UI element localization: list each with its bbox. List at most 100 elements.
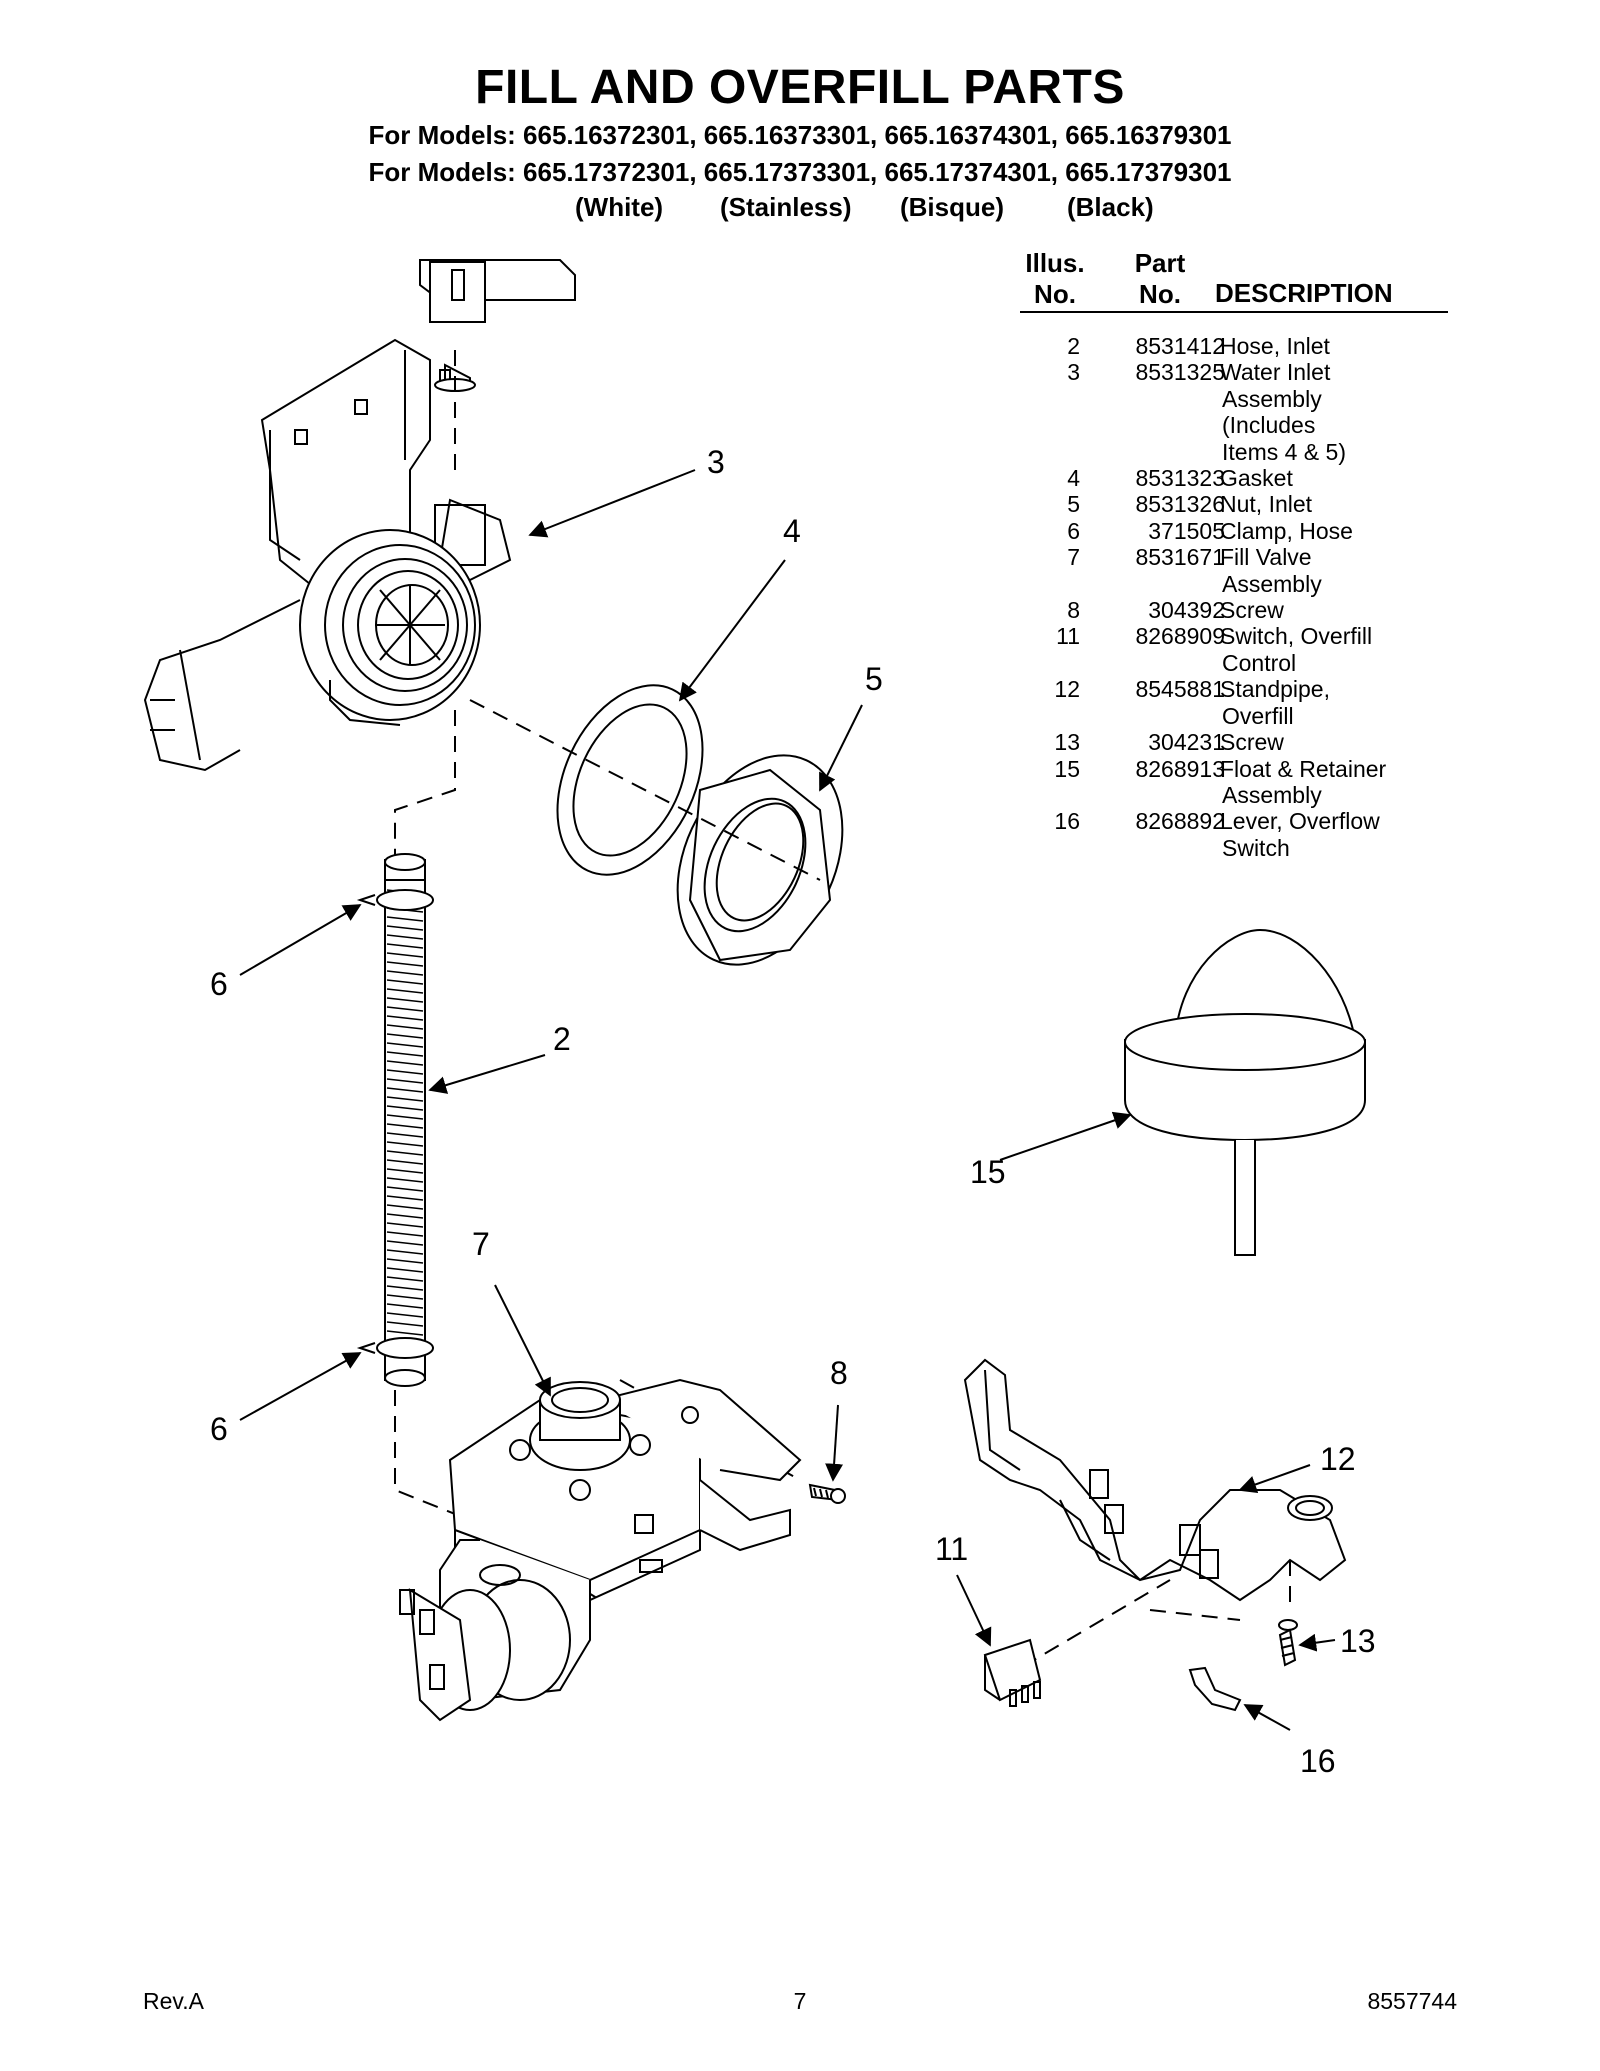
part-number: 304231 xyxy=(1148,729,1225,756)
table-rule xyxy=(1020,311,1448,313)
part-number: 304392 xyxy=(1148,597,1225,624)
description-line: Control xyxy=(1222,649,1297,676)
float-retainer-part xyxy=(1124,928,1366,1256)
callout-6-lower: 6 xyxy=(210,1411,228,1447)
callout-2: 2 xyxy=(553,1021,571,1057)
illus-number: 13 xyxy=(1054,729,1080,756)
color-bisque: (Bisque) xyxy=(900,192,1004,222)
part-number: 8268892 xyxy=(1135,808,1225,835)
header-illus: Illus. No. xyxy=(1025,248,1085,309)
overflow-lever-part xyxy=(1188,1666,1242,1712)
inlet-hose-part xyxy=(384,853,426,1387)
header-part: Part No. xyxy=(1134,248,1186,309)
illus-number: 8 xyxy=(1067,597,1080,624)
description-line: Assembly xyxy=(1222,570,1322,597)
callout-16: 16 xyxy=(1300,1743,1336,1779)
screw-13-part xyxy=(1278,1619,1298,1667)
models-line-1: For Models: 665.16372301, 665.16373301, … xyxy=(368,120,1232,150)
part-number: 8268909 xyxy=(1135,623,1225,650)
illus-number: 7 xyxy=(1067,544,1080,571)
callout-6-upper: 6 xyxy=(210,966,228,1002)
part-description: Nut, Inlet xyxy=(1220,491,1450,517)
part-description: Standpipe,Overfill xyxy=(1220,676,1450,729)
description-line: Standpipe, xyxy=(1220,676,1330,703)
inlet-nut-part xyxy=(676,754,844,966)
color-black: (Black) xyxy=(1067,192,1154,222)
color-stainless: (Stainless) xyxy=(720,192,852,222)
part-number: 8531326 xyxy=(1135,491,1225,518)
illus-number: 12 xyxy=(1054,676,1080,703)
illus-number: 15 xyxy=(1054,755,1080,782)
header-description: DESCRIPTION xyxy=(1215,278,1393,308)
color-white: (White) xyxy=(575,192,664,222)
fill-valve-assembly-part xyxy=(399,1378,802,1722)
part-number: 8268913 xyxy=(1135,755,1225,782)
description-line: Assembly xyxy=(1222,781,1322,808)
models-line-2: For Models: 665.17372301, 665.17373301, … xyxy=(368,157,1232,187)
description-line: Lever, Overflow xyxy=(1220,808,1380,835)
callout-5: 5 xyxy=(865,661,883,697)
callout-4: 4 xyxy=(783,513,801,549)
description-line: Clamp, Hose xyxy=(1220,517,1353,544)
callout-15: 15 xyxy=(970,1154,1006,1190)
callout-3: 3 xyxy=(707,444,725,480)
description-line: Screw xyxy=(1220,597,1284,624)
part-description: Gasket xyxy=(1220,465,1450,491)
callout-13: 13 xyxy=(1340,1623,1376,1659)
part-description: Screw xyxy=(1220,729,1450,755)
description-line: Nut, Inlet xyxy=(1220,491,1313,518)
description-line: Water Inlet xyxy=(1220,359,1331,386)
callout-7: 7 xyxy=(472,1226,490,1262)
description-line: (Includes xyxy=(1222,412,1316,439)
illus-number: 4 xyxy=(1067,465,1080,492)
description-line: Fill Valve xyxy=(1220,544,1312,571)
screw-8-part xyxy=(808,1483,846,1504)
illus-number: 6 xyxy=(1067,517,1080,544)
part-number: 371505 xyxy=(1148,517,1225,544)
illus-number: 11 xyxy=(1056,623,1080,650)
part-number: 8531671 xyxy=(1135,544,1225,571)
footer-doc-number: 8557744 xyxy=(1367,1988,1457,2014)
illus-number: 5 xyxy=(1067,491,1080,518)
overfill-standpipe-part xyxy=(963,1358,1347,1602)
part-description: Clamp, Hose xyxy=(1220,518,1450,544)
water-inlet-assembly-part xyxy=(143,259,576,772)
overfill-switch-part xyxy=(983,1638,1042,1707)
description-line: Float & Retainer xyxy=(1220,755,1387,782)
description-line: Items 4 & 5) xyxy=(1222,438,1346,465)
color-variants: (White) (Stainless) (Bisque) (Black) xyxy=(0,192,1600,222)
hose-clamp-lower xyxy=(356,1337,434,1359)
part-number: 8531323 xyxy=(1135,465,1225,492)
callout-11: 11 xyxy=(935,1531,968,1567)
description-line: Hose, Inlet xyxy=(1220,333,1330,359)
part-number: 8531412 xyxy=(1135,333,1225,359)
part-description: Screw xyxy=(1220,597,1450,623)
callout-leader-lines xyxy=(239,469,1336,1731)
description-line: Gasket xyxy=(1220,465,1293,492)
footer-revision: Rev.A xyxy=(143,1988,204,2014)
page-title: FILL AND OVERFILL PARTS xyxy=(475,61,1125,114)
part-description: Hose, Inlet xyxy=(1220,333,1450,359)
callout-labels: 3 4 5 6 2 6 7 8 15 12 11 13 16 xyxy=(210,444,1376,1779)
footer-page-number: 7 xyxy=(793,1988,807,2014)
illus-number: 16 xyxy=(1054,808,1080,835)
illus-number: 2 xyxy=(1067,333,1080,359)
description-line: Switch xyxy=(1222,834,1290,861)
illus-number: 3 xyxy=(1067,359,1080,386)
part-number: 8545881 xyxy=(1135,676,1225,703)
